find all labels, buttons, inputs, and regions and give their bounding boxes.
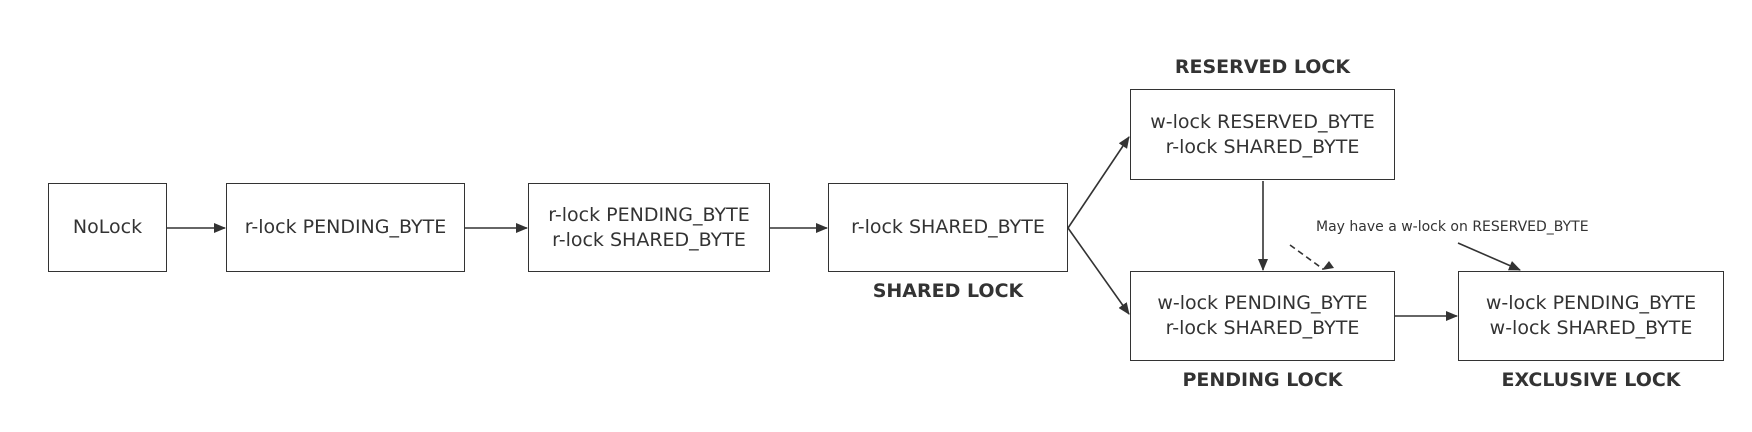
node-pending-read: r-lock PENDING_BYTE — [226, 183, 465, 272]
node-nolock: NoLock — [48, 183, 167, 272]
node-exclusive-line-2: w-lock SHARED_BYTE — [1489, 317, 1693, 339]
node-exclusive-line-1: w-lock PENDING_BYTE — [1485, 292, 1697, 314]
node-pending-line-1: w-lock PENDING_BYTE — [1157, 292, 1368, 314]
node-shared: r-lock SHARED_BYTE — [828, 183, 1068, 272]
node-shared-line-1: r-lock SHARED_BYTE — [851, 216, 1045, 238]
node-exclusive: w-lock PENDING_BYTE w-lock SHARED_BYTE — [1458, 271, 1724, 361]
caption-exclusive-lock: EXCLUSIVE LOCK — [1501, 369, 1681, 391]
node-reserved-line-2: r-lock SHARED_BYTE — [1165, 135, 1360, 158]
node-pending-shared-line-2: r-lock SHARED_BYTE — [552, 228, 746, 251]
caption-pending-lock: PENDING LOCK — [1182, 369, 1343, 391]
node-pending-shared: r-lock PENDING_BYTE r-lock SHARED_BYTE — [528, 183, 770, 272]
node-pending-shared-line-1: r-lock PENDING_BYTE — [548, 203, 750, 226]
arrow-note-to-pending-arrowhead — [1322, 261, 1334, 270]
node-reserved: w-lock RESERVED_BYTE r-lock SHARED_BYTE — [1130, 89, 1395, 180]
arrow-note-to-pending — [1289, 244, 1324, 270]
arrow-note-to-exclusive — [1457, 242, 1521, 271]
note-may-have-w-lock: May have a w-lock on RESERVED_BYTE — [1316, 219, 1589, 235]
node-pending-line-2: r-lock SHARED_BYTE — [1165, 317, 1360, 339]
node-pending-read-line-1: r-lock PENDING_BYTE — [244, 216, 447, 238]
caption-shared-lock: SHARED LOCK — [872, 280, 1024, 302]
arrow-shared-to-reserved — [1067, 136, 1130, 229]
node-nolock-line-1: NoLock — [72, 216, 143, 238]
caption-reserved-lock: RESERVED LOCK — [1174, 56, 1351, 78]
arrow-shared-to-pending — [1067, 227, 1130, 315]
node-reserved-line-1: w-lock RESERVED_BYTE — [1150, 110, 1375, 133]
node-pending: w-lock PENDING_BYTE r-lock SHARED_BYTE — [1130, 271, 1395, 361]
